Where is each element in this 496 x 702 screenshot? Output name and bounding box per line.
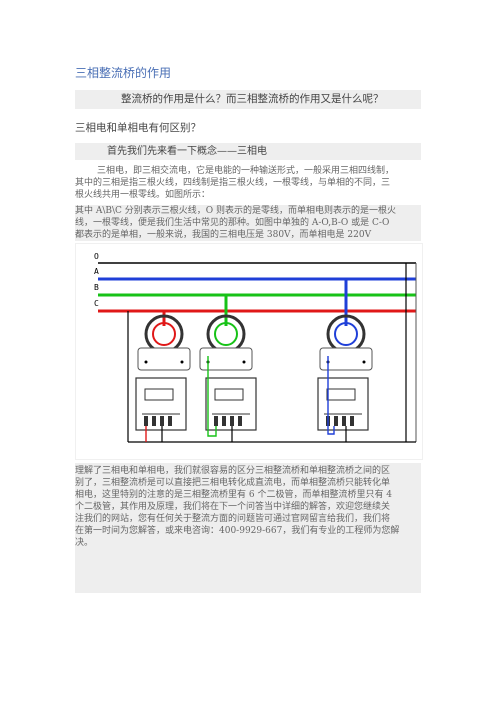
paragraph-line: 相电，这里特别的注意的是三相整流桥里有 6 个二极管，而单相整流桥里只有 4 [75, 490, 393, 500]
meter-group-b [199, 314, 257, 442]
paragraph-line: 线，一根零线，便是我们生活中常见的那种。如图中单独的 A-O,B-O 或是 C-… [75, 218, 390, 228]
paragraph-line: 别了，三相整流桥是可以直接把三相电转化成直流电，而单相整流桥只能转化单 [75, 478, 391, 488]
question-heading-three-vs-single-phase: 三相电和单相电有何区别？ [75, 122, 201, 134]
paragraph-line: 个二极管，其作用及原理，我们将在下一个问答当中详细的解答，欢迎您继续关 [75, 502, 391, 512]
paragraph-line: 理解了三相电和单相电，我们就很容易的区分三相整流桥和单相整流桥之间的区 [75, 466, 391, 476]
intro-line: 首先我们先来看一下概念——三相电 [75, 143, 421, 160]
wire-label-b: B [94, 283, 99, 292]
wire-label-o: O [94, 252, 99, 261]
paragraph-line: 在第一时间为您解答，或来电咨询：400-9929-667，我们有专业的工程师为您… [75, 526, 400, 536]
paragraph-three-phase-definition: 三相电，即三相交流电，它是电能的一种输送形式，一般采用三相四线制， 其中的三相是… [75, 165, 421, 201]
wire-label-c: C [94, 299, 99, 308]
paragraph-line: 其中的三相是指三根火线，四线制是指三根火线，一根零线，与单相的不同，三 [75, 178, 391, 188]
paragraph-wire-explanation: 其中 A\B\C 分别表示三根火线，O 则表示的是零线，而单相电则表示的是一根火… [75, 205, 421, 241]
paragraph-line: 决。 [75, 538, 94, 548]
page-title: 三相整流桥的作用 [75, 66, 172, 80]
paragraph-line: 其中 A\B\C 分别表示三根火线，O 则表示的是零线，而单相电则表示的是一根火 [75, 206, 397, 216]
paragraph-bridge-difference: 理解了三相电和单相电，我们就很容易的区分三相整流桥和单相整流桥之间的区 别了，三… [75, 463, 421, 593]
three-phase-wiring-diagram: O A B C [75, 243, 423, 460]
paragraph-line: 根火线共用一根零线。如图所示： [75, 190, 211, 200]
wiring-diagram-svg: O A B C [94, 252, 417, 443]
question-heading-bridge-function: 整流桥的作用是什么？而三相整流桥的作用又是什么呢？ [75, 90, 421, 109]
paragraph-line: 三相电，即三相交流电，它是电能的一种输送形式，一般采用三相四线制， [97, 166, 395, 176]
meter-group-a [317, 314, 373, 442]
meter-group-c [135, 314, 191, 442]
paragraph-line: 都表示的是单相，一般来说，我国的三相电压是 380V，而单相电是 220V [75, 230, 372, 240]
paragraph-line: 注我们的网站，您有任何关于整流方面的问题皆可通过官网留言给我们，我们将 [75, 514, 391, 524]
wire-label-a: A [94, 267, 99, 276]
